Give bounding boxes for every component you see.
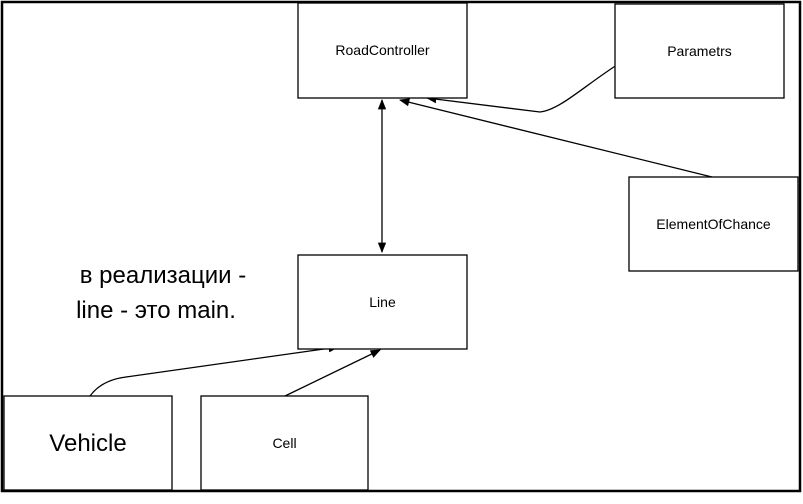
node-elementofchance-label: ElementOfChance [656, 216, 771, 232]
node-roadcontroller[interactable]: RoadController [297, 2, 468, 99]
node-roadcontroller-label: RoadController [335, 42, 429, 58]
node-line[interactable]: Line [297, 254, 468, 350]
node-cell[interactable]: Cell [200, 395, 369, 491]
node-elementofchance[interactable]: ElementOfChance [628, 176, 799, 272]
node-cell-label: Cell [272, 435, 296, 451]
diagram-frame [0, 0, 802, 493]
node-vehicle-label: Vehicle [49, 430, 126, 457]
edge-elementofchance-roadcontroller [398, 98, 713, 178]
node-vehicle[interactable]: Vehicle [3, 395, 173, 491]
edge-vehicle-line [89, 344, 340, 397]
annotation-line-1: в реализации - [80, 262, 246, 289]
annotation-line-2: line - это main. [76, 297, 236, 324]
edge-cell-line [284, 349, 381, 397]
node-line-label: Line [369, 294, 396, 310]
edge-parametrs-roadcontroller [425, 62, 621, 113]
node-parametrs-label: Parametrs [667, 43, 732, 59]
node-parametrs[interactable]: Parametrs [614, 3, 785, 99]
